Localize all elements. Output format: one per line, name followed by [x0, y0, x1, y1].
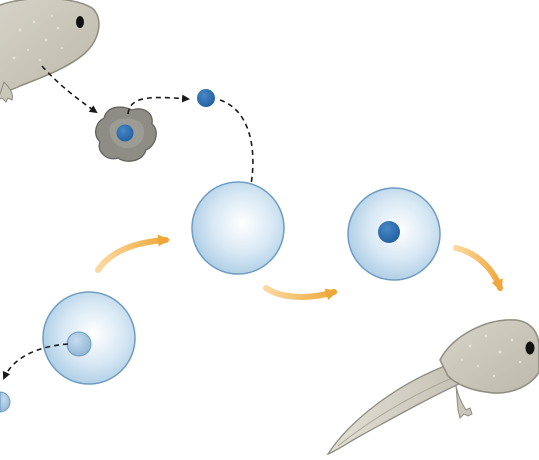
nucleus-icon: [197, 89, 215, 107]
somatic-cell-icon: [96, 107, 157, 161]
donor-tadpole-icon: [0, 0, 99, 102]
cloned-tadpole-icon: [328, 320, 539, 454]
enucleated-egg-icon: [192, 182, 284, 274]
orange-arrow-3: [456, 248, 500, 288]
removed-nucleus-icon: [0, 392, 10, 412]
orange-arrow-2: [266, 288, 334, 297]
orange-arrow-1: [98, 240, 166, 270]
reconstructed-egg-icon: [348, 188, 440, 280]
unfertilized-egg-icon: [43, 292, 135, 384]
